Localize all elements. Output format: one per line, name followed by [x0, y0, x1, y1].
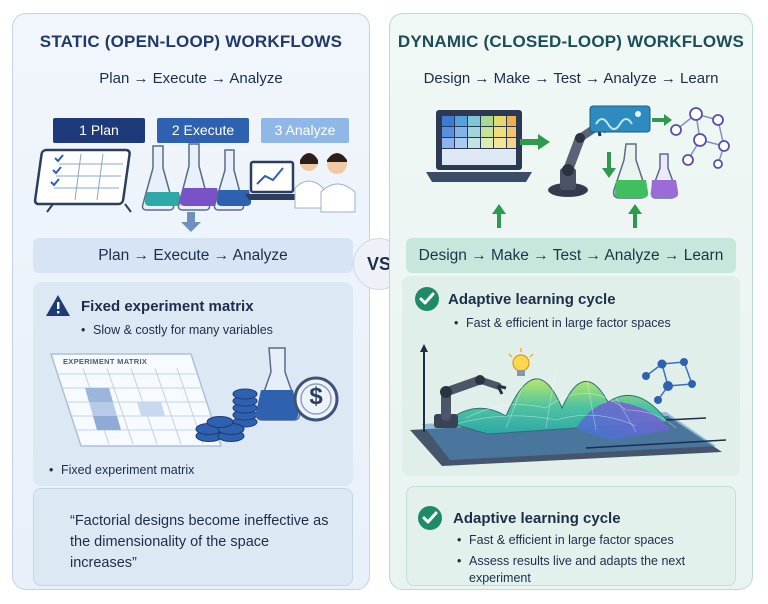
lightbulb-icon [508, 348, 534, 376]
step-execute: 2 Execute [157, 118, 249, 143]
dynamic-flow-text: Design → Make → Test → Analyze → Learn [423, 70, 719, 87]
adaptive-cycle-2-bullet-1: Fast & efficient in large factor spaces [457, 533, 674, 547]
adaptive-cycle-card-2: Adaptive learning cycle Fast & efficient… [406, 486, 736, 586]
static-workflow-panel: STATIC (OPEN-LOOP) WORKFLOWS Plan → Exec… [12, 13, 370, 590]
experiment-matrix-label: EXPERIMENT MATRIX [63, 357, 148, 366]
adaptive-cycle-2-bullet-2: Assess results live and adapts the next … [457, 553, 689, 587]
experiment-matrix-sheet: EXPERIMENT MATRIX [49, 350, 229, 450]
static-panel-title: STATIC (OPEN-LOOP) WORKFLOWS [39, 32, 343, 51]
dynamic-panel-title: DYNAMIC (CLOSED-LOOP) WORKFLOWS [397, 32, 745, 51]
up-arrow-icon [628, 204, 642, 228]
adaptive-cycle-title: Adaptive learning cycle [448, 291, 616, 308]
fixed-matrix-title: Fixed experiment matrix [81, 298, 254, 315]
up-arrow-icon [492, 204, 506, 228]
adaptive-cycle-title-2: Adaptive learning cycle [453, 510, 621, 527]
static-flow-bar: Plan → Execute → Analyze [33, 238, 353, 273]
step-plan: 1 Plan [53, 118, 145, 143]
network-icon [642, 358, 696, 404]
monitor-panel-icon [589, 105, 672, 133]
dynamic-flow-bar: Design → Make → Test → Analyze → Learn [406, 238, 736, 273]
dollar-icon [293, 376, 339, 422]
robot-arm-icon [434, 375, 507, 428]
network-icon [670, 107, 730, 169]
step-analyze: 3 Analyze [261, 118, 349, 143]
laptop-icon [426, 110, 532, 182]
coins-icon [195, 388, 258, 442]
check-icon [418, 506, 442, 530]
down-arrow-icon [181, 212, 201, 232]
fixed-matrix-bullet-1: Slow & costly for many variables [81, 323, 273, 337]
flask-icon [612, 143, 679, 199]
flask-icon [255, 347, 301, 421]
down-arrow-icon [602, 152, 616, 178]
dollar-symbol: $ [309, 383, 323, 410]
fixed-matrix-bullet-2: Fixed experiment matrix [49, 463, 194, 477]
clipboard-icon [33, 148, 132, 213]
scientist-icon [294, 153, 356, 213]
surface-plot-icon [410, 344, 727, 466]
flask-icon [141, 143, 252, 211]
adaptive-cycle-card: Adaptive learning cycle Fast & efficient… [402, 276, 740, 476]
robot-arm-icon [548, 122, 607, 197]
check-icon [415, 287, 439, 311]
quote-card: “Factorial designs become ineffective as… [33, 488, 353, 586]
warning-icon [46, 295, 70, 316]
dynamic-workflow-panel: DYNAMIC (CLOSED-LOOP) WORKFLOWS Design →… [389, 13, 753, 590]
factorial-quote: “Factorial designs become ineffective as… [70, 513, 329, 571]
static-flow-text: Plan → Execute → Analyze [99, 70, 283, 87]
adaptive-cycle-bullet-1: Fast & efficient in large factor spaces [454, 316, 671, 330]
laptop-icon [245, 160, 301, 200]
arrow-right-icon [520, 134, 550, 150]
fixed-matrix-card: Fixed experiment matrix Slow & costly fo… [33, 282, 353, 486]
